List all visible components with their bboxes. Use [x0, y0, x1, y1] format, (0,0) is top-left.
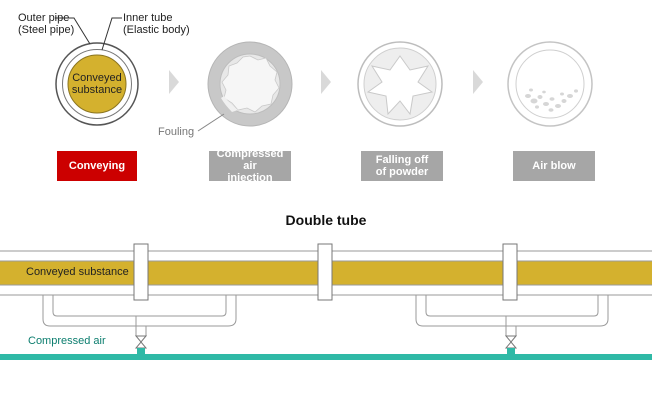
outer-pipe-leader: [55, 17, 91, 45]
powder-particles: [525, 88, 578, 112]
air-branch-right: [415, 295, 609, 336]
inner-tube-label: Inner tube (Elastic body): [123, 12, 190, 36]
valve-icon: [504, 335, 518, 349]
arrow-right-icon: [321, 70, 331, 94]
conveyed-substance-inner-label: Conveyed substance: [71, 72, 123, 96]
step-conveying: Conveying: [57, 151, 137, 181]
air-branch-left: [42, 295, 237, 336]
flange: [502, 243, 518, 301]
arrow-right-icon: [473, 70, 483, 94]
step-air-blow: Air blow: [513, 151, 595, 181]
compressed-air-label: Compressed air: [28, 335, 106, 347]
cross-section-conveying: [55, 42, 139, 126]
inner-tube-leader: [101, 17, 122, 51]
arrow-right-icon: [169, 70, 179, 94]
compressed-air-line: [0, 354, 652, 360]
flange: [317, 243, 333, 301]
fouling-leader: [197, 113, 225, 132]
diagram-title: Double tube: [285, 212, 367, 228]
cross-section-falling-off: [357, 41, 443, 127]
outer-pipe-label: Outer pipe (Steel pipe): [18, 12, 75, 36]
conveyed-substance-label: Conveyed substance: [26, 266, 129, 278]
fouling-label: Fouling: [158, 126, 195, 138]
flange: [133, 243, 149, 301]
valve-icon: [134, 335, 148, 349]
cross-section-air-blow: [507, 41, 593, 127]
cross-section-air-injection: [207, 41, 293, 127]
